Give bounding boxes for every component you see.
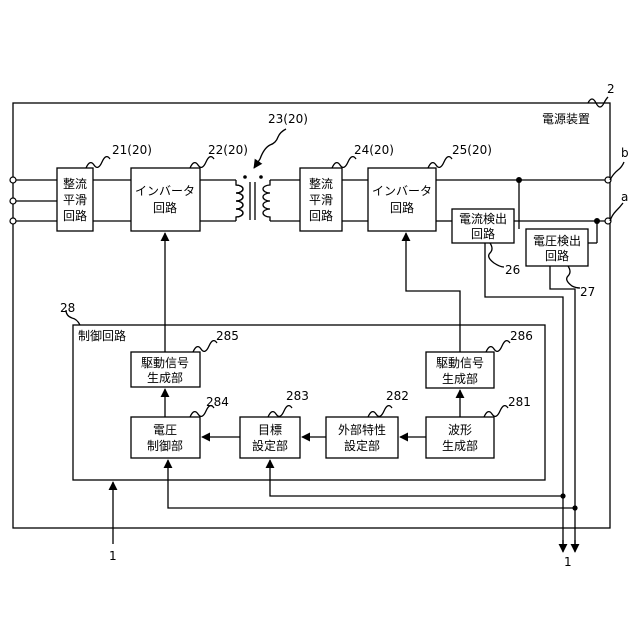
ref-voltage-detect: 27 (580, 285, 595, 299)
feedback-current-to-target (270, 460, 563, 496)
input-terminal-bot (10, 218, 16, 224)
voltage-detect-line2: 回路 (545, 248, 569, 263)
waveform-generation-line2: 生成部 (442, 438, 478, 453)
ref-voltage-control: 284 (206, 395, 229, 409)
inverter-1-line1: インバータ (135, 184, 195, 198)
rectifier-1-line1: 整流 (63, 176, 87, 191)
rectifier-2-line3: 回路 (309, 208, 333, 223)
control-title: 制御回路 (78, 328, 126, 343)
ref-drive-signal-1: 285 (216, 329, 239, 343)
ref-rectifier-1: 21(20) (112, 143, 152, 157)
external-characteristics-line1: 外部特性 (338, 422, 386, 437)
ref-output-signal: 1 (564, 555, 572, 569)
feedback-voltage-to-vctl (168, 460, 575, 508)
input-terminal-mid (10, 198, 16, 204)
drive-signal-2-line2: 生成部 (442, 371, 478, 386)
feedback-current (485, 243, 563, 544)
current-detect-line1: 電流検出 (459, 212, 507, 226)
rectifier-1-line2: 平滑 (63, 193, 87, 207)
voltage-detect-line1: 電圧検出 (533, 234, 581, 248)
inverter-1-line2: 回路 (153, 200, 177, 215)
arrow-drive2-to-inverter2 (406, 233, 460, 352)
ref-rectifier-2: 24(20) (354, 143, 394, 157)
drive-signal-2-line1: 駆動信号 (436, 356, 484, 370)
ref-device: 2 (607, 82, 615, 96)
inverter-2-line1: インバータ (372, 184, 432, 198)
device-frame (13, 103, 610, 528)
block-inverter-2 (368, 168, 436, 231)
ref-input-signal: 1 (109, 549, 117, 563)
ref-transformer: 23(20) (268, 112, 308, 126)
target-setting-line2: 設定部 (252, 438, 288, 453)
ref-control: 28 (60, 301, 75, 315)
drive-signal-1-line1: 駆動信号 (141, 356, 189, 370)
external-characteristics-line2: 設定部 (344, 438, 380, 453)
ref-inverter-1: 22(20) (208, 143, 248, 157)
inverter-2-line2: 回路 (390, 200, 414, 215)
ref-drive-signal-2: 286 (510, 329, 533, 343)
voltage-control-line1: 電圧 (153, 423, 177, 437)
ref-current-detect: 26 (505, 263, 520, 277)
ref-inverter-2: 25(20) (452, 143, 492, 157)
device-title: 電源装置 (542, 112, 590, 126)
ref-target-setting: 283 (286, 389, 309, 403)
ref-waveform-generation: 281 (508, 395, 531, 409)
block-inverter-1 (131, 168, 200, 231)
target-setting-line1: 目標 (258, 423, 282, 437)
rectifier-1-line3: 回路 (63, 208, 87, 223)
drive-signal-1-line2: 生成部 (147, 370, 183, 385)
transformer (236, 175, 270, 221)
terminal-b-label: b (621, 146, 629, 160)
voltage-control-line2: 制御部 (147, 438, 183, 453)
rectifier-2-line1: 整流 (309, 176, 333, 191)
ref-leader-device (588, 97, 608, 107)
terminal-a-label: a (621, 190, 628, 204)
rectifier-2-line2: 平滑 (309, 193, 333, 207)
input-terminal-top (10, 177, 16, 183)
transformer-leader (254, 129, 286, 168)
current-detect-line2: 回路 (471, 226, 495, 241)
ref-external-characteristics: 282 (386, 389, 409, 403)
waveform-generation-line1: 波形 (448, 423, 472, 437)
